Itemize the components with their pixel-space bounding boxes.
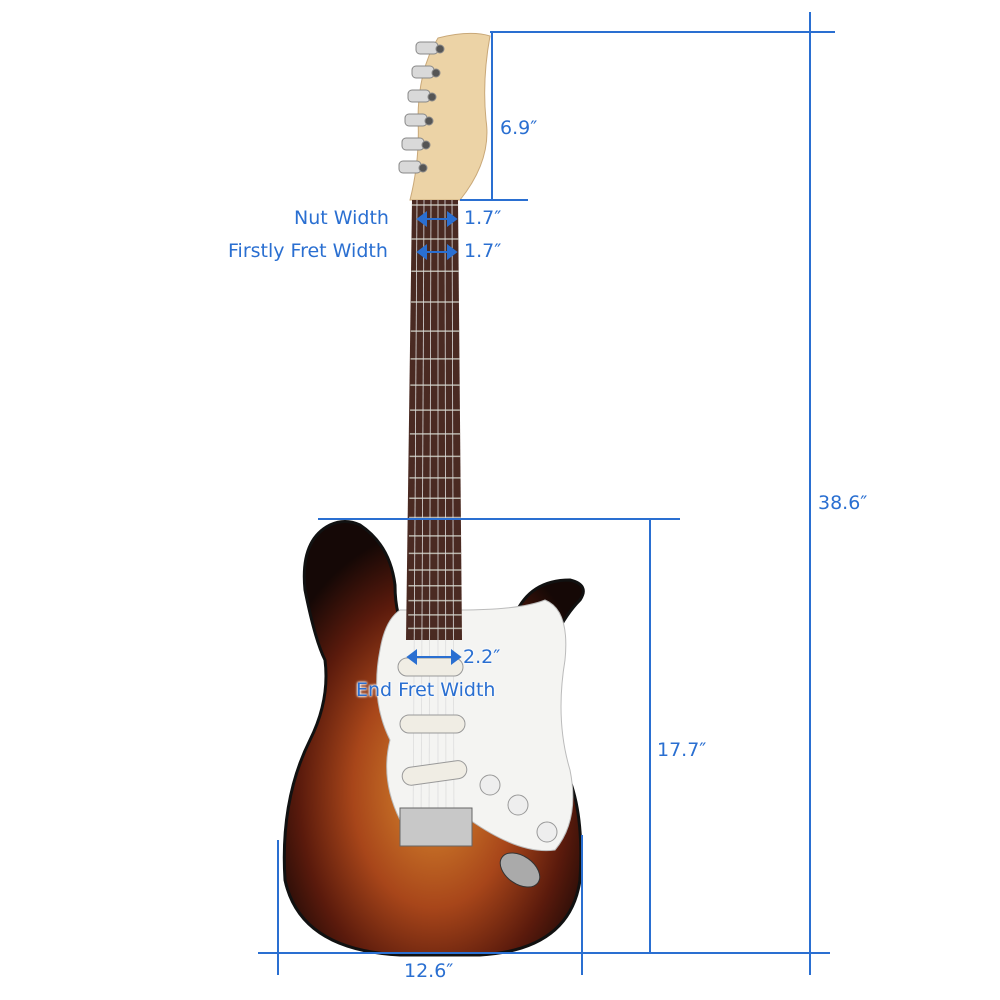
first-fret-width-label: Firstly Fret Width — [228, 240, 388, 262]
body-length-value: 17.7″ — [657, 739, 707, 761]
dimension-lines — [258, 12, 835, 975]
fretboard — [406, 200, 462, 640]
end-fret-width-label: End Fret Width — [356, 679, 496, 701]
control-knobs — [479, 774, 558, 843]
tuning-pegs — [398, 41, 445, 174]
bridge — [399, 807, 473, 847]
first-fret-width-value: 1.7″ — [464, 240, 502, 262]
frets — [408, 204, 462, 630]
total-length-value: 38.6″ — [818, 492, 868, 514]
output-jack — [499, 852, 541, 888]
nut-width-label: Nut Width — [294, 207, 389, 229]
body-width-value: 12.6″ — [404, 960, 454, 982]
nut-width-value: 1.7″ — [464, 207, 502, 229]
headstock-length-value: 6.9″ — [500, 117, 538, 139]
end-fret-width-value: 2.2″ — [463, 646, 501, 668]
